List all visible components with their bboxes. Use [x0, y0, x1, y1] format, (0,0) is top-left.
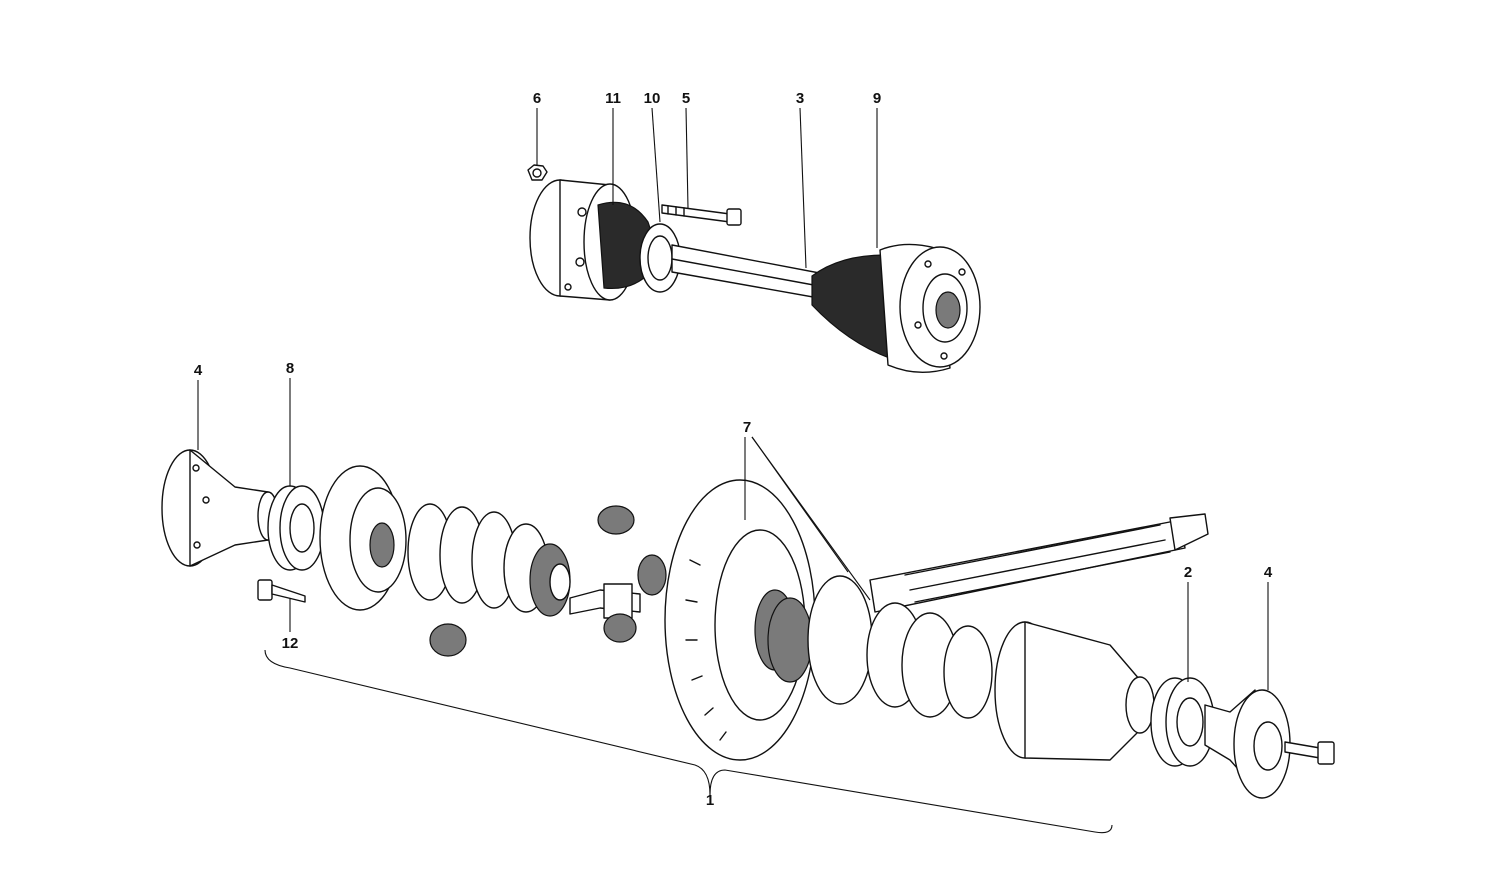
part-6-nut [527, 164, 548, 181]
left-clutch-plates [407, 503, 549, 613]
callout-8: 8 [286, 360, 294, 377]
pinion-gears-and-cross [429, 505, 667, 657]
part-4-right-output-flange [1204, 689, 1335, 799]
callout-2: 2 [1184, 564, 1192, 581]
pinion-shaft [869, 513, 1209, 613]
part-12-bolt [257, 579, 306, 603]
part-3-axle-shaft [671, 244, 831, 301]
callout-9: 9 [873, 90, 881, 107]
part-10-inner-boot [597, 201, 681, 293]
callout-4-left: 4 [194, 362, 203, 379]
left-side-gear [529, 543, 571, 617]
drive-shaft-assembly [527, 164, 981, 374]
callout-6: 6 [533, 90, 541, 107]
part-2-right-bearing [1150, 677, 1215, 767]
callout-1: 1 [706, 792, 714, 809]
right-differential-housing [994, 621, 1155, 761]
leader-lines [197, 107, 1269, 690]
callout-4-right: 4 [1264, 564, 1273, 581]
callout-3: 3 [796, 90, 804, 107]
part-4-left-output-flange [161, 449, 279, 567]
part-9-outer-cv-joint [811, 243, 981, 374]
callout-11: 11 [605, 90, 621, 107]
left-differential-housing [319, 465, 407, 611]
callout-7: 7 [743, 419, 751, 436]
callout-10: 10 [644, 90, 661, 107]
right-clutch-plates [767, 575, 993, 719]
part-5-bolt [661, 204, 742, 226]
part-8-left-bearing [267, 485, 325, 571]
assembly-bracket [264, 649, 1113, 834]
callout-5: 5 [682, 90, 690, 107]
differential-assembly [161, 449, 1335, 799]
callout-labels: 6 11 10 5 3 9 4 8 7 2 4 12 1 [194, 90, 1273, 809]
callout-12: 12 [282, 635, 299, 652]
